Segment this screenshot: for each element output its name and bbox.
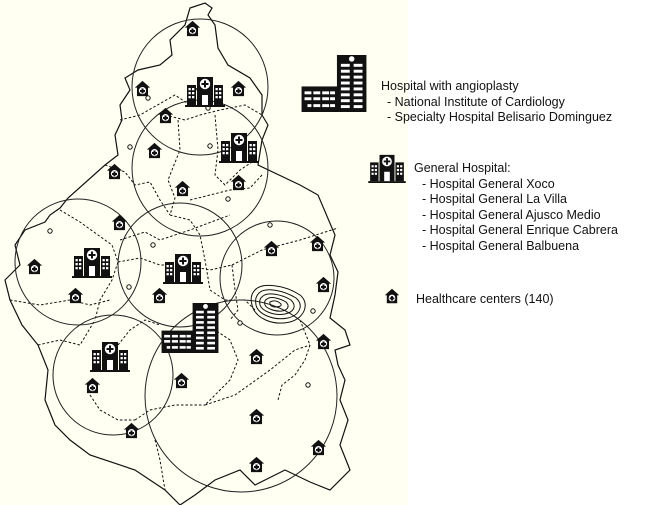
healthcare-center-icon bbox=[263, 240, 280, 257]
healthcare-center-icon bbox=[26, 258, 43, 275]
healthcare-center-icon bbox=[106, 163, 123, 180]
coverage-circle bbox=[52, 314, 174, 436]
legend-healthcare-centers: Healthcare centers (140) bbox=[416, 292, 554, 308]
healthcare-centers bbox=[26, 20, 332, 473]
legend-angioplasty-item: - Specialty Hospital Belisario Dominguez bbox=[387, 110, 613, 124]
healthcare-center-icon bbox=[174, 180, 191, 197]
general-hospital-icon bbox=[219, 133, 259, 163]
healthcare-center-icon bbox=[67, 287, 84, 304]
general-hospital-icon bbox=[72, 248, 112, 278]
large-hospital-building-icon bbox=[301, 55, 367, 112]
legend-general-item: - Hospital General Enrique Cabrera bbox=[422, 223, 618, 237]
legend-angioplasty-title: Hospital with angioplasty bbox=[381, 79, 519, 93]
healthcare-center-icon bbox=[248, 408, 265, 425]
healthcare-center-icon bbox=[310, 439, 327, 456]
legend-angioplasty-item: - National Institute of Cardiology bbox=[387, 94, 565, 109]
coverage-circle bbox=[117, 202, 243, 328]
legend-healthcare-label: Healthcare centers (140) bbox=[416, 292, 554, 306]
healthcare-center-icon bbox=[157, 107, 174, 124]
angioplasty-hospital-icon bbox=[161, 303, 219, 353]
healthcare-center-icon bbox=[248, 348, 265, 365]
healthcare-center-icon bbox=[230, 80, 247, 97]
healthcare-center-icon bbox=[151, 287, 168, 304]
healthcare-center-icon bbox=[315, 333, 332, 350]
healthcare-center-icon bbox=[184, 20, 201, 37]
healthcare-center-icon bbox=[309, 235, 326, 252]
legend-general-hospital: General Hospital: - Hospital General Xoc… bbox=[414, 161, 618, 254]
legend-general-item: - Hospital General Balbuena bbox=[422, 238, 580, 253]
general-hospital-icon bbox=[90, 342, 130, 372]
legend-angioplasty: Hospital with angioplasty - National Ins… bbox=[381, 79, 612, 126]
healthcare-center-icon bbox=[173, 372, 190, 389]
general-hospital-icon bbox=[185, 77, 225, 107]
legend-general-item: - Hospital General Ajusco Medio bbox=[422, 207, 601, 222]
coverage-circle bbox=[131, 18, 269, 156]
healthcare-center-icon bbox=[134, 80, 151, 97]
healthcare-center-icon bbox=[384, 288, 400, 304]
healthcare-center-icon bbox=[146, 142, 163, 159]
coverage-circle bbox=[14, 198, 142, 326]
coverage-circle bbox=[219, 220, 335, 336]
legend-general-item: - Hospital General La Villa bbox=[422, 192, 567, 206]
legend-general-title: General Hospital: bbox=[414, 161, 511, 175]
healthcare-center-icon bbox=[123, 422, 140, 439]
healthcare-center-icon bbox=[84, 377, 101, 394]
coverage-circle bbox=[131, 99, 269, 237]
healthcare-center-icon bbox=[111, 214, 128, 231]
legend-general-item: - Hospital General Xoco bbox=[422, 176, 555, 191]
region-boundary bbox=[4, 2, 351, 505]
coverage-circle bbox=[144, 299, 338, 493]
coverage-circles bbox=[14, 18, 338, 493]
contour-feature bbox=[250, 284, 306, 324]
minor-sites bbox=[47, 95, 316, 388]
general-hospital-icon bbox=[368, 154, 406, 183]
healthcare-center-icon bbox=[315, 276, 332, 293]
general-hospital-icon bbox=[163, 254, 203, 284]
healthcare-center-icon bbox=[248, 456, 265, 473]
